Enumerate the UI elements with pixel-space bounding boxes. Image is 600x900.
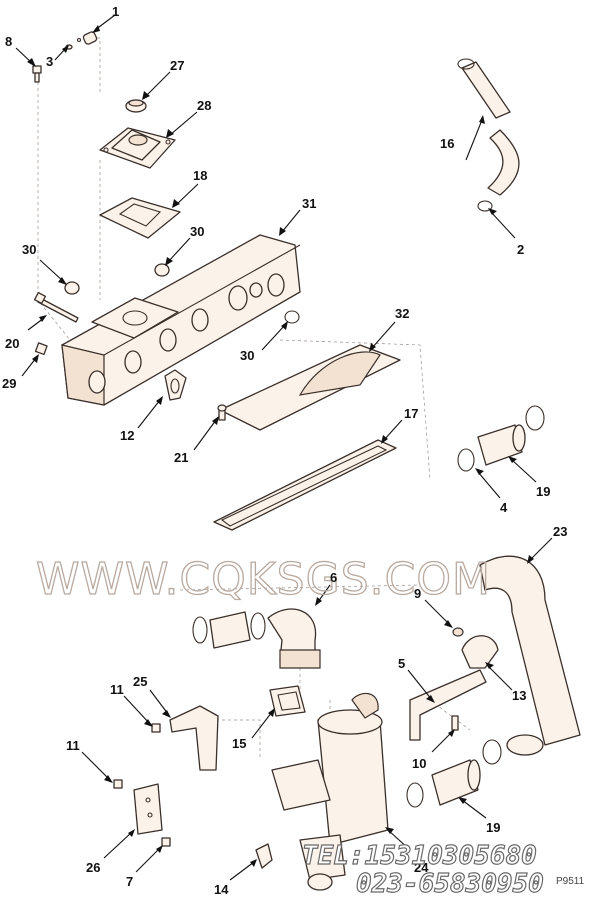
manifold-gasket: [164, 369, 187, 401]
plug-30-middle: [154, 263, 170, 277]
leader-lines: [15, 14, 553, 881]
air-transfer-pipe: [479, 555, 581, 756]
callout-11-upper: 11: [110, 682, 124, 697]
callout-8: 8: [5, 34, 12, 49]
watermark-site-text: WWW.CQKSGS.COM: [36, 554, 491, 605]
plug-fitting: [76, 31, 98, 45]
callout-14: 14: [214, 882, 229, 897]
small-bracket-14: [255, 843, 273, 869]
watermark-tel: TEL:15310305680: [302, 841, 537, 871]
callout-11-lower: 11: [66, 738, 80, 753]
callout-30-ring: 30: [240, 348, 254, 363]
mounting-plate-26: [133, 783, 163, 835]
plug-30-left: [64, 281, 80, 295]
page-tag: P9511: [556, 876, 585, 887]
callout-9: 9: [414, 586, 421, 601]
callout-19-upper: 19: [536, 484, 550, 499]
bracket-clamp: [452, 627, 499, 669]
elbow-connector: [267, 608, 321, 669]
callout-16: 16: [440, 136, 454, 151]
hose-connector-19: [477, 424, 526, 466]
bracket-screw: [451, 715, 459, 731]
shield-gasket: [213, 439, 397, 531]
screw: [32, 65, 42, 83]
mounting-bracket-25: [169, 705, 219, 771]
callout-25: 25: [133, 674, 147, 689]
watermark-phone: 023-65830950: [356, 869, 544, 899]
cap-screw: [217, 404, 227, 421]
callout-2: 2: [517, 242, 524, 257]
thermostat-cover: [99, 127, 176, 169]
callout-32: 32: [395, 306, 409, 321]
callout-21: 21: [174, 450, 188, 465]
callout-29: 29: [2, 376, 16, 391]
flange-gasket: [269, 685, 306, 717]
callout-6: 6: [330, 570, 337, 585]
hose-clamp-upper: [525, 405, 545, 431]
callout-labels: 1 8 3 27 28 16 2 18 31 30 30 30 20 29 32…: [2, 4, 567, 897]
seal-ring-30: [284, 310, 300, 324]
callout-5: 5: [398, 656, 405, 671]
callout-13: 13: [512, 688, 526, 703]
charge-air-cooler-housing: [271, 692, 389, 891]
callout-18: 18: [193, 168, 207, 183]
bolt-11-upper: [151, 723, 161, 733]
callout-24: 24: [414, 860, 429, 875]
nut: [34, 342, 48, 356]
hose-clamp-lower-left: [406, 782, 424, 808]
bolt-7: [161, 837, 171, 847]
hose-clamp: [477, 200, 493, 212]
coupling-sleeve: [192, 611, 266, 649]
stud-bolt: [33, 291, 79, 323]
hose-connector-lower: [431, 759, 481, 806]
callout-10: 10: [412, 756, 426, 771]
callout-23: 23: [553, 524, 567, 539]
callout-20: 20: [5, 336, 19, 351]
callout-17: 17: [404, 406, 418, 421]
callout-30-left: 30: [22, 242, 36, 257]
callout-7: 7: [126, 874, 133, 889]
coolant-hose: [457, 58, 520, 196]
heat-shield-plate: [219, 344, 401, 431]
exhaust-manifold: [61, 234, 301, 406]
hose-clamp-lower-right: [482, 739, 502, 765]
callout-28: 28: [197, 98, 211, 113]
callout-1: 1: [112, 4, 119, 19]
support-bracket: [409, 669, 487, 741]
callout-15: 15: [232, 736, 246, 751]
gasket: [99, 197, 181, 239]
callout-26: 26: [86, 860, 100, 875]
callout-3: 3: [46, 54, 53, 69]
callout-31: 31: [302, 196, 316, 211]
seal-plug: [125, 99, 147, 113]
callout-19-lower: 19: [486, 820, 500, 835]
bolt-11-lower: [113, 779, 123, 789]
callout-30-middle: 30: [190, 224, 204, 239]
callout-27: 27: [170, 58, 184, 73]
callout-12: 12: [120, 428, 134, 443]
callout-4: 4: [500, 500, 508, 515]
hose-clamp-4: [457, 448, 475, 472]
